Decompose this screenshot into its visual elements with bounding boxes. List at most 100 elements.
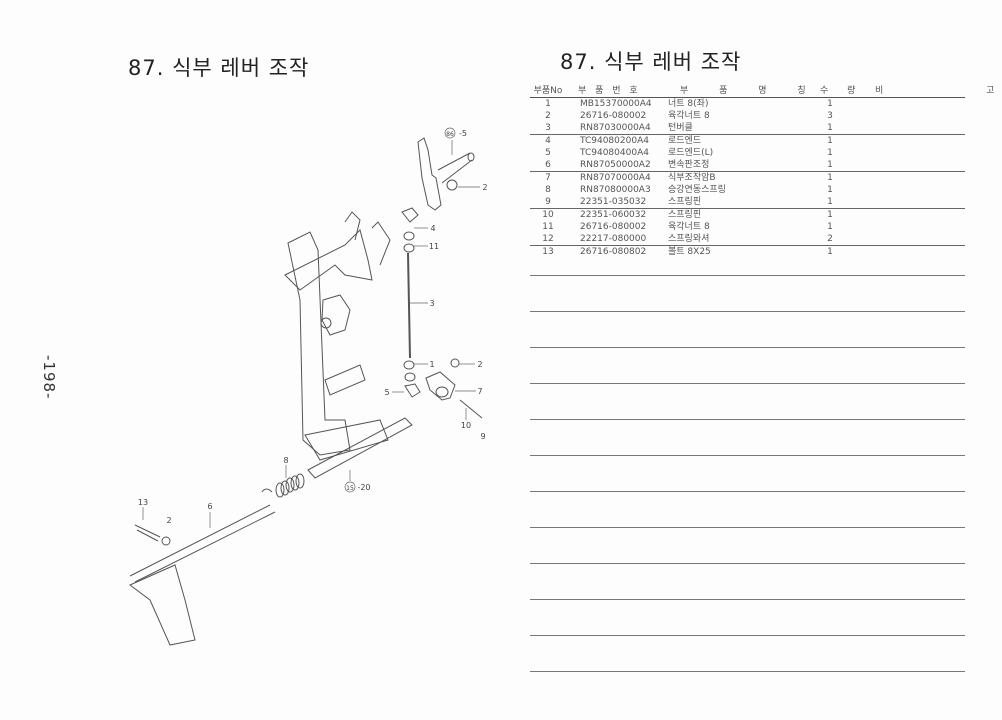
- part-name: 육각너트 8: [668, 111, 710, 121]
- blank-ruled-line: [530, 455, 965, 456]
- part-no: 13: [542, 247, 554, 257]
- part-no: 11: [542, 222, 554, 232]
- arm-7: [425, 179, 483, 419]
- header-remarks: 비 고: [875, 86, 994, 96]
- callout-4: 4: [430, 224, 435, 233]
- part-no: 5: [545, 148, 551, 158]
- part-number: 22217-080000: [580, 234, 647, 244]
- callout-2: 2: [482, 183, 487, 192]
- callout-7: 7: [477, 387, 482, 396]
- part-name: 스프링와셔: [668, 234, 710, 244]
- part-no: 2: [545, 111, 551, 121]
- quantity: 2: [827, 234, 833, 244]
- shaft-assembly: [129, 417, 413, 646]
- table-row: 8 RN87080000A3 승강연동스프링 1: [530, 184, 965, 196]
- part-no: 6: [545, 160, 551, 170]
- part-number: RN87080000A3: [580, 185, 651, 195]
- callout-11: 11: [429, 242, 439, 251]
- quantity: 1: [827, 99, 833, 109]
- part-number: MB15370000A4: [580, 99, 652, 109]
- part-name: 로드엔드(L): [668, 148, 714, 158]
- bolt-13: [134, 524, 161, 542]
- blank-ruled-line: [530, 275, 965, 276]
- quantity: 1: [827, 210, 833, 220]
- callout-2: 2: [477, 360, 482, 369]
- part-number: 22351-035032: [580, 197, 647, 207]
- blank-ruled-line: [530, 311, 965, 312]
- blank-ruled-line: [530, 599, 965, 600]
- blank-ruled-line: [530, 347, 965, 348]
- part-name: 스프링핀: [668, 197, 702, 207]
- quantity: 1: [827, 173, 833, 183]
- part-no: 9: [545, 197, 551, 207]
- left-page-title: 87. 식부 레버 조작: [128, 56, 310, 80]
- table-header: 부품No 부 품 번 호 부 품 명 칭 수 량 비 고: [530, 86, 994, 98]
- table-row: 9 22351-035032 스프링핀 1: [530, 196, 965, 209]
- frame-column: [284, 211, 391, 461]
- header-part-number: 부 품 번 호: [578, 86, 641, 96]
- table-row: 12 22217-080000 스프링와셔 2: [530, 233, 965, 246]
- part-name: 육각너트 8: [668, 222, 710, 232]
- callout-ref-86-suffix: -5: [459, 129, 467, 138]
- part-number: 22351-060032: [580, 210, 647, 220]
- callout-9: 9: [480, 432, 485, 441]
- part-no: 3: [545, 123, 551, 133]
- part-name: 스프링핀: [668, 210, 702, 220]
- quantity: 1: [827, 160, 833, 170]
- part-number: 26716-080002: [580, 111, 647, 121]
- callout-3: 3: [429, 299, 434, 308]
- part-no: 1: [545, 99, 551, 109]
- callout-2: 2: [166, 516, 171, 525]
- table-row: 4 TC94080200A4 로드엔드 1: [530, 135, 965, 147]
- callout-8: 8: [283, 456, 288, 465]
- part-number: 26716-080002: [580, 222, 647, 232]
- quantity: 1: [827, 222, 833, 232]
- part-no: 12: [542, 234, 554, 244]
- table-row: 2 26716-080002 육각너트 8 3: [530, 110, 965, 122]
- part-name: 로드엔드: [668, 136, 702, 146]
- part-no: 10: [542, 210, 554, 220]
- table-row: 1 MB15370000A4 너트 8(좌) 1: [530, 98, 965, 110]
- turnbuckle-3: [401, 207, 421, 398]
- part-no: 4: [545, 136, 551, 146]
- part-name: 승강연동스프링: [668, 185, 726, 195]
- part-name: 변속판조정: [668, 160, 710, 170]
- part-no: 8: [545, 185, 551, 195]
- callout-1: 1: [429, 360, 434, 369]
- blank-ruled-line: [530, 527, 965, 528]
- blank-ruled-line: [530, 635, 965, 636]
- callout-5: 5: [384, 388, 389, 397]
- header-no: 부품No: [533, 86, 563, 96]
- table-row: 3 RN87030000A4 턴버클 1: [530, 122, 965, 135]
- blank-ruled-line: [530, 383, 965, 384]
- quantity: 1: [827, 247, 833, 257]
- right-page-title: 87. 식부 레버 조작: [560, 50, 742, 74]
- part-number: TC94080200A4: [580, 136, 649, 146]
- quantity: 1: [827, 197, 833, 207]
- quantity: 1: [827, 136, 833, 146]
- lever-86: [417, 137, 475, 211]
- part-number: RN87050000A2: [580, 160, 651, 170]
- blank-ruled-line: [530, 671, 965, 672]
- part-number: TC94080400A4: [580, 148, 649, 158]
- nut-2: [161, 536, 171, 546]
- quantity: 3: [827, 111, 833, 121]
- callout-6: 6: [207, 502, 212, 511]
- header-name: 부 품 명 칭: [680, 86, 820, 96]
- table-row: 6 RN87050000A2 변속판조정 1: [530, 159, 965, 172]
- part-name: 너트 8(좌): [668, 99, 709, 109]
- part-number: RN87030000A4: [580, 123, 651, 133]
- part-name: 턴버클: [668, 123, 693, 133]
- table-row: 10 22351-060032 스프링핀 1: [530, 209, 965, 221]
- table-row: 11 26716-080002 육각너트 8 1: [530, 221, 965, 233]
- quantity: 1: [827, 185, 833, 195]
- blank-ruled-line: [530, 491, 965, 492]
- part-no: 7: [545, 173, 551, 183]
- blank-ruled-line: [530, 563, 965, 564]
- header-qty: 수 량: [820, 86, 864, 96]
- quantity: 1: [827, 123, 833, 133]
- quantity: 1: [827, 148, 833, 158]
- callout-ref-15-suffix: -20: [357, 483, 370, 492]
